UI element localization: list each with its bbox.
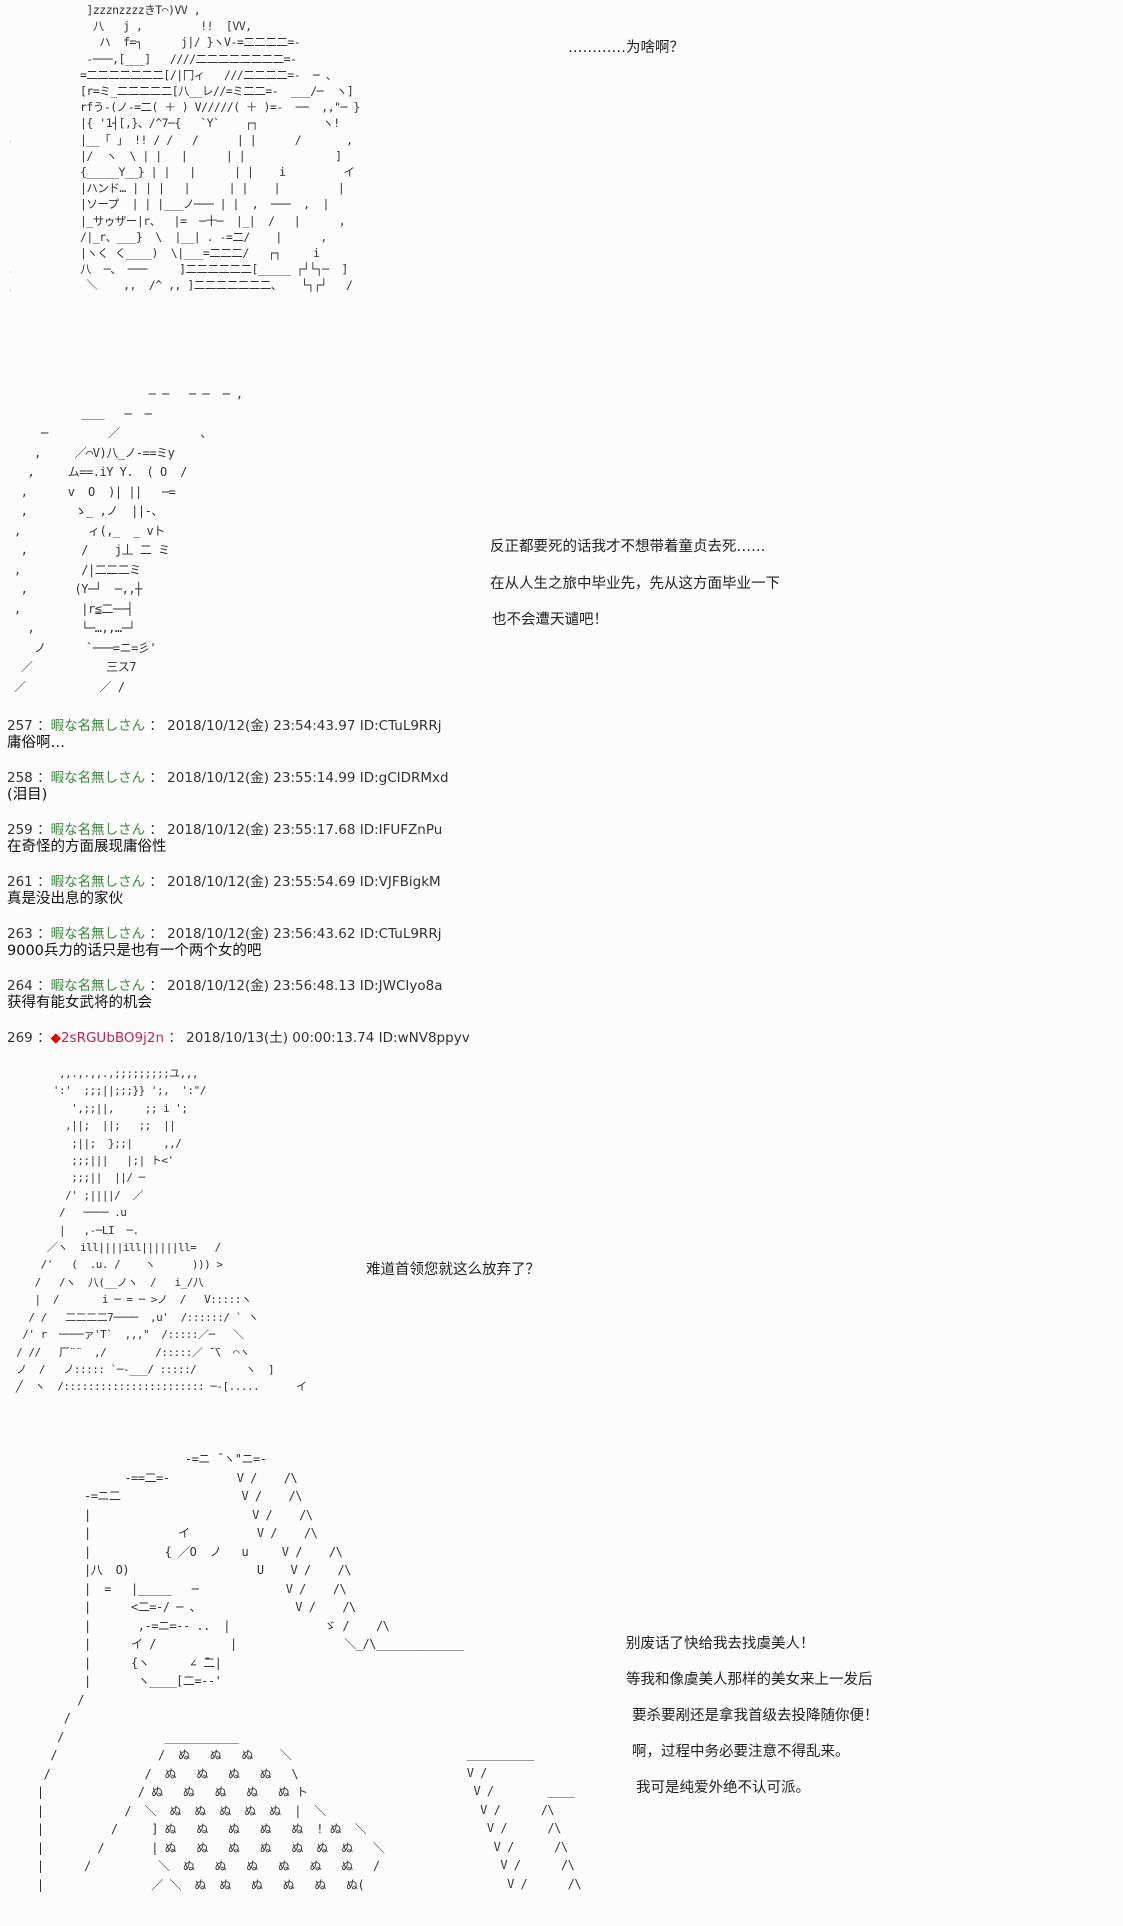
post-id[interactable]: ID:JWCIyo8a: [359, 978, 443, 994]
poster-name: 暇な名無しさん: [50, 874, 146, 890]
thread-post: 258 ：暇な名無しさん ： 2018/10/12(金) 23:55:14.99…: [7, 770, 449, 804]
thread-post: 261 ：暇な名無しさん ： 2018/10/12(金) 23:55:54.69…: [7, 874, 441, 908]
post-number[interactable]: 257: [7, 718, 33, 734]
poster-name: 暇な名無しさん: [50, 822, 146, 838]
margin-dot: ·: [9, 286, 12, 295]
ascii-art-third-figure: ,,.,.,,.,;;;;;;;;;ユ,,, ':' ;;;||;;;}} ';…: [16, 1067, 307, 1394]
ascii-art-bottom-stairs: __________ V / V / ____ V / /\ V / /\ V …: [466, 1747, 582, 1891]
post-separator: ：: [37, 1030, 51, 1046]
post-number[interactable]: 261: [7, 874, 33, 890]
post-number[interactable]: 259: [7, 822, 33, 838]
post-body: (泪目): [7, 787, 48, 803]
post-separator: ：: [37, 718, 51, 734]
post-id[interactable]: ID:IFUFZnPu: [359, 822, 443, 838]
post-number[interactable]: 263: [7, 926, 33, 942]
post-date: 2018/10/12(金) 23:54:43.97: [167, 718, 356, 734]
post-date: 2018/10/12(金) 23:56:48.13: [167, 978, 356, 994]
post-separator: ：: [149, 874, 163, 890]
post-separator: ：: [149, 926, 163, 942]
author-trip: 2sRGUbBO9j2n: [60, 1030, 165, 1046]
dialogue-line-1: 反正都要死的话我才不想带着童贞去死……: [490, 539, 766, 555]
poster-name: 暇な名無しさん: [50, 926, 146, 942]
dialogue-bottom-line-1: 别废话了快给我去找虞美人！: [626, 1636, 815, 1652]
post-date: 2018/10/12(金) 23:55:14.99: [167, 770, 356, 786]
post-separator: ：: [37, 822, 51, 838]
post-separator: ：: [37, 770, 51, 786]
thread-post: 263 ：暇な名無しさん ： 2018/10/12(金) 23:56:43.62…: [7, 926, 441, 960]
post-date: 2018/10/12(金) 23:55:54.69: [167, 874, 356, 890]
post-body: 庸俗啊…: [7, 735, 65, 751]
dialogue-bottom-line-3: 要杀要剐还是拿我首级去投降随你便！: [632, 1708, 879, 1724]
post-id[interactable]: ID:gCIDRMxd: [359, 770, 449, 786]
post-date: 2018/10/12(金) 23:55:17.68: [167, 822, 356, 838]
post-separator: ：: [149, 770, 163, 786]
margin-dot: ·: [9, 138, 12, 147]
margin-dot: ·: [9, 268, 12, 277]
dialogue-line-3: 也不会遭天谴吧！: [492, 612, 608, 628]
post-date: 2018/10/12(金) 23:56:43.62: [167, 926, 356, 942]
post-number[interactable]: 269: [7, 1030, 33, 1046]
post-date: 2018/10/13(土) 00:00:13.74: [186, 1030, 375, 1046]
post-separator: ：: [168, 1030, 182, 1046]
post-separator: ：: [149, 718, 163, 734]
trip-diamond-icon: ◆: [50, 1030, 61, 1046]
dialogue-bottom-line-4: 啊，过程中务必要注意不得乱来。: [632, 1744, 850, 1760]
dialogue-bottom-line-2: 等我和像虞美人那样的美女来上一发后: [626, 1672, 873, 1688]
thread-post: 259 ：暇な名無しさん ： 2018/10/12(金) 23:55:17.68…: [7, 822, 442, 856]
dialogue-line-2: 在从人生之旅中毕业先，先从这方面毕业一下: [490, 576, 780, 592]
post-body: 获得有能女武将的机会: [7, 995, 152, 1011]
thread-post: 257 ：暇な名無しさん ： 2018/10/12(金) 23:54:43.97…: [7, 718, 441, 752]
post-body: 真是没出息的家伙: [7, 891, 123, 907]
ascii-art-bottom-scene: -=ニ ̄ ヽ"ニ=- -==二=- V / /\ -=ニ二 V / /\ | …: [36, 1452, 464, 1892]
ascii-art-second-face: ─ ─ ─ ─ ─ , ＿＿ ─ ─ ─ ／ 、 , ／⌒V)八_ノ-==ミy …: [14, 387, 243, 694]
poster-name: 暇な名無しさん: [50, 770, 146, 786]
author-post: 269 ：◆2sRGUbBO9j2n ： 2018/10/13(土) 00:00…: [7, 1030, 470, 1047]
post-id[interactable]: ID:CTuL9RRj: [359, 926, 442, 942]
post-id[interactable]: ID:wNV8ppyv: [378, 1030, 470, 1046]
post-separator: ：: [37, 978, 51, 994]
post-separator: ：: [37, 926, 51, 942]
post-number[interactable]: 258: [7, 770, 33, 786]
dialogue-bottom-line-5: 我可是纯爱外绝不认可派。: [636, 1780, 810, 1796]
post-body: 9000兵力的话只是也有一个两个女的吧: [7, 943, 262, 959]
dialogue-third-line: 难道首领您就这么放弃了？: [366, 1262, 540, 1278]
post-body: 在奇怪的方面展现庸俗性: [7, 839, 167, 855]
dialogue-top-line: …………为啥啊？: [568, 40, 684, 56]
thread-post: 264 ：暇な名無しさん ： 2018/10/12(金) 23:56:48.13…: [7, 978, 443, 1012]
post-separator: ：: [37, 874, 51, 890]
ascii-art-top-banner: ]zzznzzzzきT⌒)VV , 八 j , !! [VV, ハ f=┐ j|…: [80, 3, 360, 293]
post-id[interactable]: ID:CTuL9RRj: [359, 718, 442, 734]
poster-name: 暇な名無しさん: [50, 718, 146, 734]
post-separator: ：: [149, 978, 163, 994]
post-number[interactable]: 264: [7, 978, 33, 994]
post-separator: ：: [149, 822, 163, 838]
post-id[interactable]: ID:VJFBigkM: [359, 874, 441, 890]
poster-name: 暇な名無しさん: [50, 978, 146, 994]
